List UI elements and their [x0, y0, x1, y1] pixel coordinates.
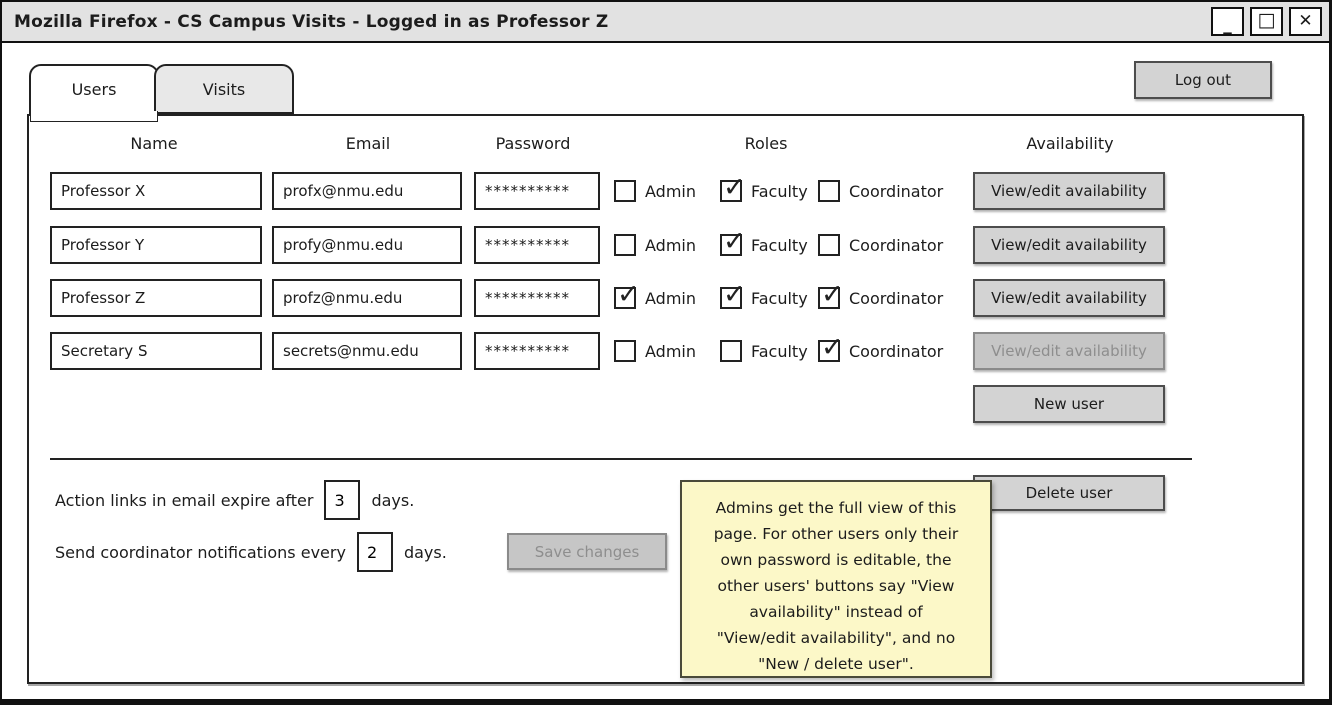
save-changes-button: Save changes [507, 533, 667, 570]
view-edit-availability-button[interactable]: View/edit availability [973, 226, 1165, 264]
admin-checkbox-group: Admin [614, 172, 696, 210]
tab-users-label: Users [71, 79, 117, 99]
tab-users[interactable]: Users [29, 64, 159, 114]
faculty-label: Faculty [751, 181, 808, 201]
faculty-label: Faculty [751, 341, 808, 361]
column-header-roles: Roles [744, 134, 788, 153]
coordinator-label: Coordinator [849, 288, 944, 308]
coordinator-label: Coordinator [849, 181, 944, 201]
notification-days-input[interactable] [356, 532, 393, 572]
user-row: Admin Faculty Coordinator View/edit avai… [2, 172, 1329, 210]
tab-visits[interactable]: Visits [154, 64, 294, 114]
window-controls: _ □ ✕ [1211, 7, 1322, 36]
faculty-checkbox[interactable] [720, 172, 746, 203]
view-edit-availability-button[interactable]: View/edit availability [973, 172, 1165, 210]
view-edit-availability-button[interactable]: View/edit availability [973, 279, 1165, 317]
email-input[interactable] [272, 332, 462, 370]
active-tab-connector [30, 111, 158, 122]
password-input[interactable] [474, 279, 600, 317]
coordinator-checkbox-group: Coordinator [818, 332, 943, 370]
notification-setting-label: Send coordinator notifications every [55, 542, 346, 562]
admin-checkbox-group: Admin [614, 332, 696, 370]
faculty-checkbox-group: Faculty [720, 172, 808, 210]
user-row: Admin Faculty Coordinator View/edit avai… [2, 226, 1329, 264]
admin-checkbox-group: Admin [614, 226, 696, 264]
window-title: Mozilla Firefox - CS Campus Visits - Log… [14, 11, 609, 32]
faculty-checkbox[interactable] [720, 279, 746, 310]
admin-checkbox[interactable] [614, 279, 640, 310]
note-line: own password is editable, the [720, 551, 952, 569]
notification-setting-suffix: days. [403, 542, 447, 562]
expiry-days-input[interactable] [324, 480, 361, 520]
faculty-label: Faculty [751, 288, 808, 308]
coordinator-checkbox[interactable] [818, 180, 840, 202]
faculty-checkbox[interactable] [720, 340, 742, 362]
minimize-icon: _ [1223, 15, 1232, 35]
coordinator-label: Coordinator [849, 341, 944, 361]
minimize-button[interactable]: _ [1211, 7, 1244, 36]
section-divider [50, 458, 1192, 460]
password-input[interactable] [474, 226, 600, 264]
admin-label: Admin [645, 181, 696, 201]
tab-visits-label: Visits [202, 79, 246, 99]
admin-checkbox[interactable] [614, 340, 636, 362]
column-header-email: Email [345, 134, 391, 153]
faculty-label: Faculty [751, 235, 808, 255]
note-line: "View/edit availability", and no [716, 629, 956, 647]
admin-label: Admin [645, 341, 696, 361]
name-input[interactable] [50, 226, 262, 264]
password-input[interactable] [474, 172, 600, 210]
expiry-setting-label: Action links in email expire after [55, 490, 314, 510]
coordinator-label: Coordinator [849, 235, 944, 255]
titlebar: Mozilla Firefox - CS Campus Visits - Log… [2, 2, 1329, 43]
note-line: availability" instead of [749, 603, 923, 621]
admin-label: Admin [645, 235, 696, 255]
column-header-password: Password [495, 134, 571, 153]
name-input[interactable] [50, 332, 262, 370]
sticky-note: Admins get the full view of this page. F… [680, 480, 992, 678]
view-edit-availability-button: View/edit availability [973, 332, 1165, 370]
logout-button[interactable]: Log out [1134, 61, 1272, 99]
email-input[interactable] [272, 279, 462, 317]
close-button[interactable]: ✕ [1289, 7, 1322, 36]
coordinator-checkbox-group: Coordinator [818, 172, 943, 210]
coordinator-checkbox[interactable] [818, 234, 840, 256]
maximize-button[interactable]: □ [1250, 7, 1283, 36]
admin-label: Admin [645, 288, 696, 308]
faculty-checkbox[interactable] [720, 226, 746, 257]
password-input[interactable] [474, 332, 600, 370]
user-row: Admin Faculty Coordinator View/edit avai… [2, 279, 1329, 317]
faculty-checkbox-group: Faculty [720, 332, 808, 370]
admin-checkbox-group: Admin [614, 279, 696, 317]
new-user-button[interactable]: New user [973, 385, 1165, 423]
coordinator-checkbox-group: Coordinator [818, 226, 943, 264]
email-input[interactable] [272, 226, 462, 264]
expiry-setting-suffix: days. [371, 490, 415, 510]
faculty-checkbox-group: Faculty [720, 226, 808, 264]
expiry-setting: Action links in email expire after days. [55, 480, 414, 520]
user-row: Admin Faculty Coordinator View/edit avai… [2, 332, 1329, 370]
note-line: Admins get the full view of this [715, 499, 957, 517]
email-input[interactable] [272, 172, 462, 210]
coordinator-checkbox[interactable] [818, 279, 844, 310]
delete-user-button[interactable]: Delete user [973, 475, 1165, 511]
name-input[interactable] [50, 172, 262, 210]
admin-checkbox[interactable] [614, 180, 636, 202]
note-line: "New / delete user". [758, 655, 914, 673]
coordinator-checkbox[interactable] [818, 332, 844, 363]
notification-setting: Send coordinator notifications every day… [55, 532, 447, 572]
note-line: page. For other users only their [713, 525, 959, 543]
name-input[interactable] [50, 279, 262, 317]
column-header-name: Name [130, 134, 178, 153]
column-header-availability: Availability [1026, 134, 1114, 153]
admin-checkbox[interactable] [614, 234, 636, 256]
faculty-checkbox-group: Faculty [720, 279, 808, 317]
coordinator-checkbox-group: Coordinator [818, 279, 943, 317]
maximize-icon: □ [1257, 9, 1276, 31]
note-line: other users' buttons say "View [717, 577, 955, 595]
close-icon: ✕ [1298, 11, 1313, 31]
